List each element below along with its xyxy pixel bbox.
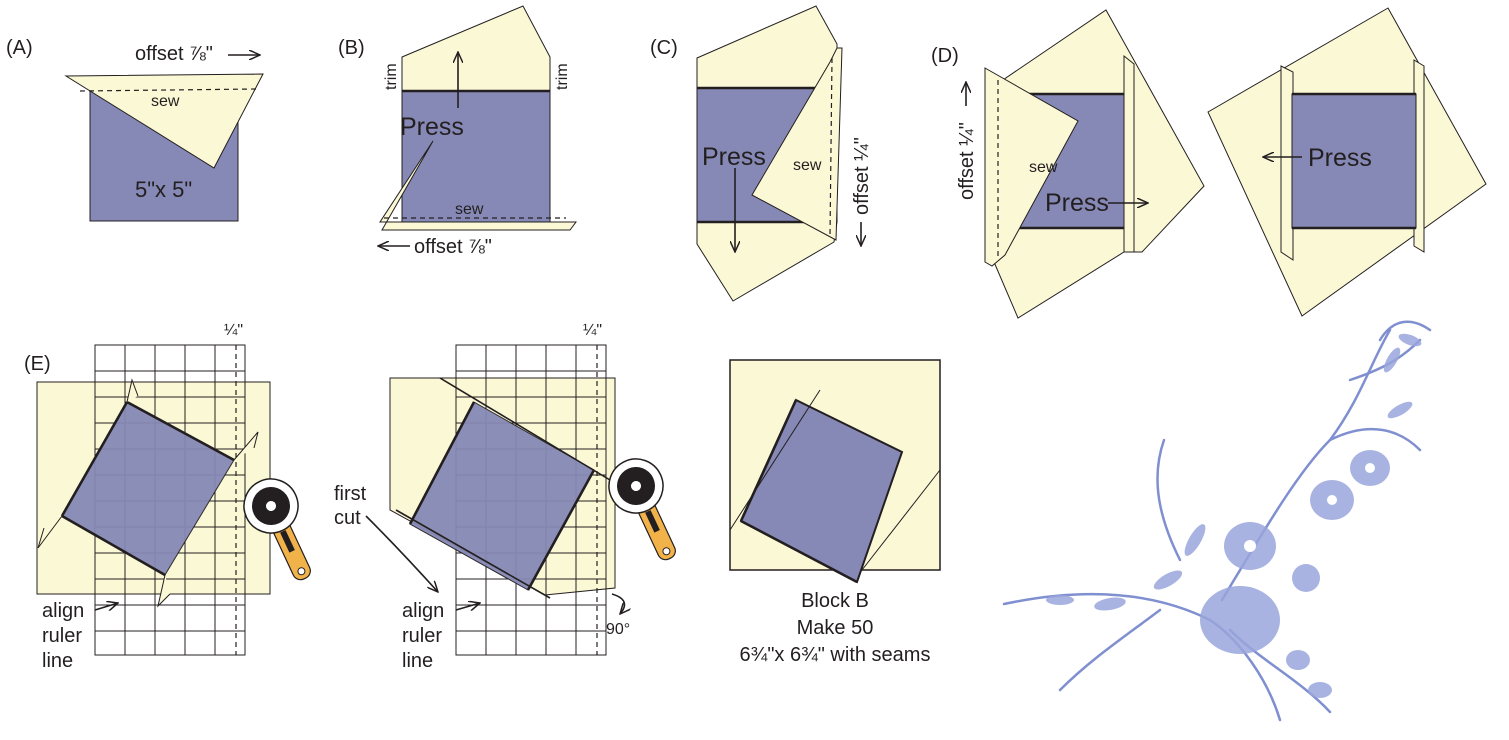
step-e-left: (E) ¼" align ruler line — [24, 322, 331, 672]
step-e-label: (E) — [24, 353, 51, 375]
triangle-d — [984, 67, 1079, 267]
press-label-b: Press — [400, 113, 464, 141]
triangle-b-bottom — [379, 140, 577, 231]
blue-square-d-result — [1291, 93, 1417, 229]
ruler-label-left: ruler — [42, 625, 82, 647]
step-c-label: (C) — [650, 37, 678, 59]
caption-line-3: 6¾"x 6¾" with seams — [740, 644, 931, 666]
step-a: (A) sew offset ⅞" 5"x 5" — [6, 37, 264, 222]
cut-label: cut — [334, 507, 361, 529]
press-label-c: Press — [702, 143, 766, 171]
floral-ornament-icon — [1002, 320, 1432, 722]
seam-flap-d — [1123, 54, 1135, 253]
ruler-label-right: ruler — [402, 625, 442, 647]
ninety-degree-label: 90° — [606, 621, 630, 638]
step-d-result: Press — [1207, 7, 1487, 317]
square-size-label: 5"x 5" — [135, 177, 192, 202]
caption-line-2: Make 50 — [797, 617, 874, 639]
step-c: (C) sew Press offset ¼" — [650, 5, 873, 302]
line-label-left: line — [42, 650, 73, 672]
step-d-label: (D) — [931, 45, 959, 67]
offset-label-b: offset ⅞" — [414, 236, 492, 258]
seam-flap-left — [1280, 65, 1294, 261]
offset-label-c: offset ¼" — [851, 137, 873, 215]
sew-label-b: sew — [455, 201, 484, 218]
sew-label-d: sew — [1029, 159, 1058, 176]
trim-label-left: trim — [383, 63, 400, 90]
step-e-right: ¼" first cut align ruler line 90° — [334, 322, 696, 672]
press-label-d-result: Press — [1308, 144, 1372, 172]
caption-line-1: Block B — [801, 590, 869, 612]
step-a-label: (A) — [6, 37, 33, 59]
step-d: (D) sew Press offset ¼" — [931, 9, 1205, 319]
offset-label-d: offset ¼" — [956, 122, 978, 200]
triangle-c — [751, 47, 843, 241]
quarter-label-right: ¼" — [583, 322, 602, 339]
triangle-b-top — [401, 5, 551, 92]
block-b: Block B Make 50 6¾"x 6¾" with seams — [729, 359, 941, 666]
press-label-d: Press — [1045, 189, 1109, 217]
line-label-right: line — [402, 650, 433, 672]
offset-label-a: offset ⅞" — [135, 43, 213, 65]
quarter-label-left: ¼" — [224, 322, 243, 339]
sew-label-a: sew — [151, 93, 180, 110]
align-label-right: align — [402, 600, 444, 622]
step-b-label: (B) — [338, 37, 365, 59]
step-b: (B) sew Press trim trim offset ⅞" — [338, 5, 577, 258]
align-label-left: align — [42, 600, 84, 622]
triangle-a — [64, 73, 264, 169]
trim-label-right: trim — [554, 63, 571, 90]
first-label: first — [334, 483, 367, 505]
sew-label-c: sew — [793, 157, 822, 174]
